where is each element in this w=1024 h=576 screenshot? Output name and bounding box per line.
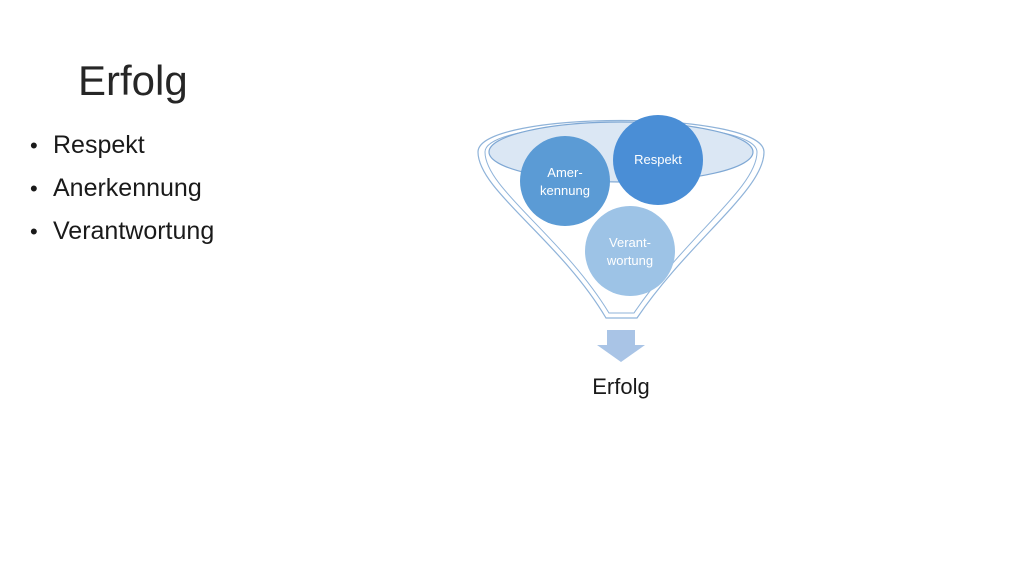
bullet-text: Verantwortung [53, 217, 215, 245]
bullet-item-anerkennung: • Anerkennung [30, 167, 214, 210]
funnel-circle-respekt [613, 115, 703, 205]
bullet-dot: • [30, 219, 38, 244]
circle-label-verantwortung-line2: wortung [606, 253, 653, 268]
circle-label-anerkennung-line1: Amer- [547, 165, 582, 180]
funnel-circle-verantwortung [585, 206, 675, 296]
bullet-dot: • [30, 133, 38, 158]
bullet-dot: • [30, 176, 38, 201]
bullet-item-verantwortung: • Verantwortung [30, 210, 214, 253]
slide-title: Erfolg [78, 57, 188, 104]
funnel-output-label: Erfolg [592, 374, 649, 399]
bullet-list: • Respekt • Anerkennung • Verantwortung [30, 124, 214, 253]
bullet-text: Anerkennung [53, 174, 202, 202]
bullet-text: Respekt [53, 131, 145, 159]
down-arrow-icon [597, 330, 645, 362]
circle-label-verantwortung-line1: Verant- [609, 235, 651, 250]
circle-label-respekt: Respekt [634, 152, 682, 167]
bullet-item-respekt: • Respekt [30, 124, 214, 167]
circle-label-anerkennung-line2: kennung [540, 183, 590, 198]
funnel-circle-anerkennung [520, 136, 610, 226]
